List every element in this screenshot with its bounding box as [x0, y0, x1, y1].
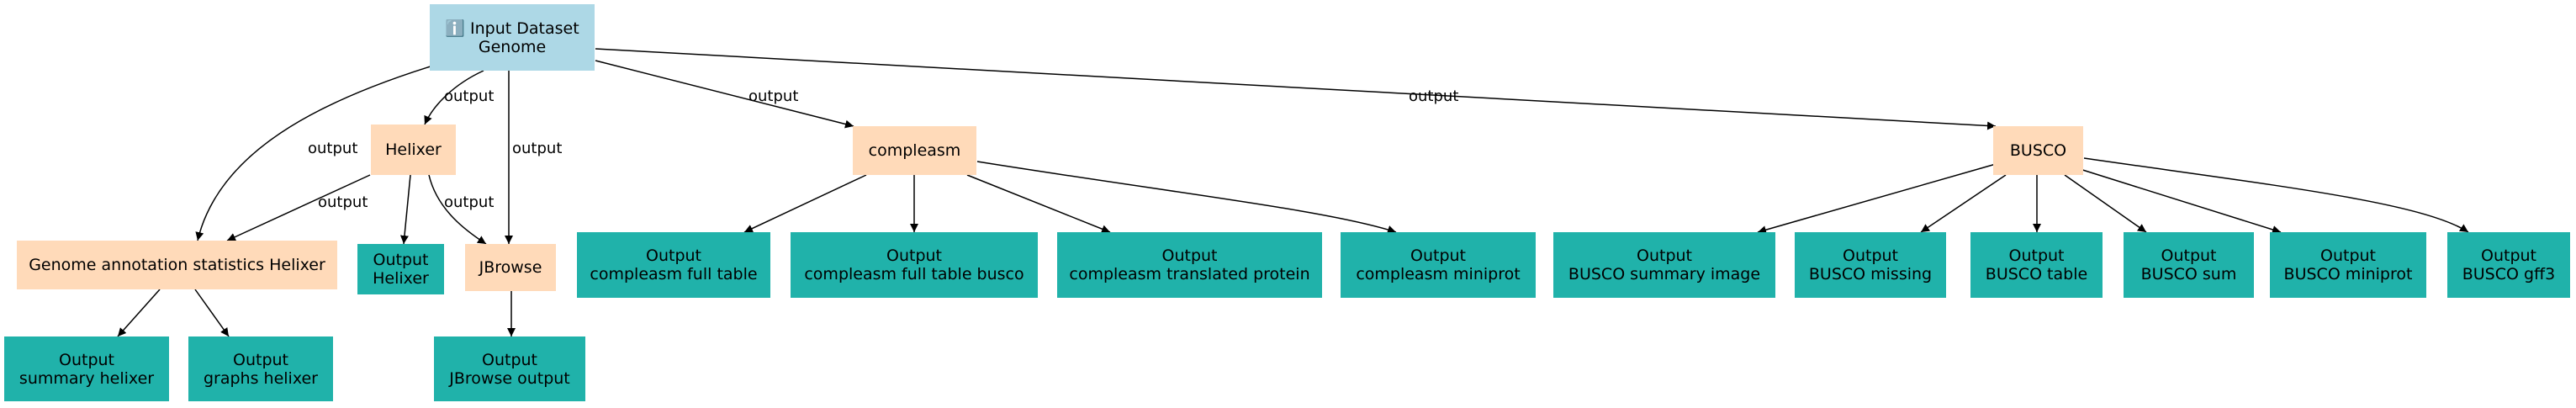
- edge-helixer-to-output-helixer: [399, 174, 411, 245]
- output-busco-table-node[interactable]: Output BUSCO table: [1970, 232, 2103, 298]
- output-name: JBrowse output: [449, 368, 570, 388]
- output-name: BUSCO table: [1985, 265, 2088, 283]
- output-label: Output: [2481, 246, 2536, 265]
- output-label: Output: [1843, 246, 1898, 265]
- edge-compleasm-to-translated-protein: [966, 174, 1111, 233]
- output-name: BUSCO summary image: [1568, 265, 1761, 283]
- output-label: Output: [1637, 246, 1692, 265]
- edge-input-to-compleasm: [595, 60, 854, 129]
- output-label: Output: [1410, 246, 1466, 265]
- output-name: Helixer: [373, 269, 429, 288]
- edge-label-helixer-to-jbrowse: output: [444, 193, 495, 211]
- output-label: Output: [646, 246, 701, 265]
- output-name: BUSCO gff3: [2462, 265, 2556, 283]
- input-title-line: ℹ️ Input Dataset: [445, 19, 579, 38]
- tool-compleasm-node[interactable]: compleasm: [853, 126, 976, 175]
- output-busco-sum-node[interactable]: Output BUSCO sum: [2124, 232, 2254, 298]
- tool-genome-stats-node[interactable]: Genome annotation statistics Helixer: [17, 241, 337, 289]
- output-busco-miniprot-node[interactable]: Output BUSCO miniprot: [2270, 232, 2426, 298]
- edge-label-input-to-genome-stats: output: [308, 140, 358, 157]
- output-label: Output: [1161, 246, 1218, 265]
- input-subtitle: Genome: [478, 37, 547, 56]
- edge-genome-stats-to-summary: [117, 289, 161, 337]
- output-name: graphs helixer: [203, 368, 318, 388]
- tool-genome-stats-label: Genome annotation statistics Helixer: [29, 256, 325, 274]
- output-name: compleasm full table busco: [804, 265, 1024, 283]
- output-compleasm-translated-protein-node[interactable]: Output compleasm translated protein: [1057, 232, 1322, 298]
- output-summary-helixer-node[interactable]: Output summary helixer: [4, 336, 169, 401]
- output-name: summary helixer: [19, 368, 155, 388]
- info-icon: ℹ️: [445, 19, 465, 38]
- edge-compleasm-to-full-table: [743, 174, 867, 233]
- output-label: Output: [233, 350, 288, 369]
- edge-busco-to-sum: [2064, 174, 2147, 233]
- edge-label-helixer-to-genome-stats: output: [318, 193, 368, 211]
- tool-busco-label: BUSCO: [2009, 141, 2067, 160]
- edge-label-input-to-compleasm: output: [748, 87, 799, 105]
- output-label: Output: [2161, 246, 2217, 265]
- output-busco-missing-node[interactable]: Output BUSCO missing: [1795, 232, 1946, 298]
- output-name: compleasm miniprot: [1356, 265, 1521, 283]
- tool-busco-node[interactable]: BUSCO: [1993, 126, 2083, 175]
- edge-input-to-busco: [595, 48, 1997, 130]
- tool-helixer-label: Helixer: [385, 140, 442, 159]
- edge-input-to-helixer: [424, 70, 484, 125]
- output-label: Output: [2008, 246, 2065, 265]
- output-label: Output: [482, 350, 537, 369]
- edge-busco-to-missing: [1920, 174, 2007, 233]
- edge-label-input-to-busco: output: [1409, 87, 1459, 105]
- output-graphs-helixer-node[interactable]: Output graphs helixer: [188, 336, 333, 401]
- output-compleasm-full-table-node[interactable]: Output compleasm full table: [577, 232, 770, 298]
- output-jbrowse-node[interactable]: Output JBrowse output: [434, 336, 585, 401]
- edge-helixer-to-genome-stats: [226, 174, 371, 241]
- edge-input-to-genome-stats: [195, 65, 434, 241]
- output-busco-gff3-node[interactable]: Output BUSCO gff3: [2447, 232, 2570, 298]
- input-title: Input Dataset: [470, 19, 579, 38]
- edge-helixer-to-jbrowse: [428, 174, 487, 245]
- output-label: Output: [886, 246, 942, 265]
- input-dataset-node[interactable]: ℹ️ Input Dataset Genome: [430, 4, 595, 71]
- output-helixer-node[interactable]: Output Helixer: [357, 244, 444, 294]
- output-busco-summary-image-node[interactable]: Output BUSCO summary image: [1553, 232, 1775, 298]
- output-label: Output: [59, 350, 114, 369]
- edge-label-input-to-helixer: output: [444, 87, 495, 105]
- output-compleasm-miniprot-node[interactable]: Output compleasm miniprot: [1341, 232, 1536, 298]
- output-label: Output: [373, 251, 429, 269]
- output-label: Output: [2320, 246, 2376, 265]
- output-name: compleasm translated protein: [1069, 265, 1310, 283]
- edge-genome-stats-to-graphs: [194, 289, 230, 337]
- output-compleasm-full-table-busco-node[interactable]: Output compleasm full table busco: [791, 232, 1038, 298]
- edge-busco-to-summary-image: [1757, 163, 1997, 235]
- output-name: BUSCO missing: [1808, 265, 1933, 283]
- output-name: compleasm full table: [590, 265, 758, 283]
- edge-label-input-to-jbrowse: output: [512, 140, 563, 157]
- edge-busco-to-gff3: [2083, 157, 2469, 233]
- tool-jbrowse-node[interactable]: JBrowse: [465, 244, 556, 291]
- output-name: BUSCO miniprot: [2283, 265, 2413, 283]
- tool-compleasm-label: compleasm: [868, 141, 961, 160]
- output-name: BUSCO sum: [2140, 265, 2237, 283]
- edge-busco-to-miniprot: [2076, 167, 2282, 234]
- tool-jbrowse-label: JBrowse: [479, 258, 542, 277]
- edge-compleasm-to-miniprot: [976, 161, 1397, 234]
- tool-helixer-node[interactable]: Helixer: [371, 125, 456, 175]
